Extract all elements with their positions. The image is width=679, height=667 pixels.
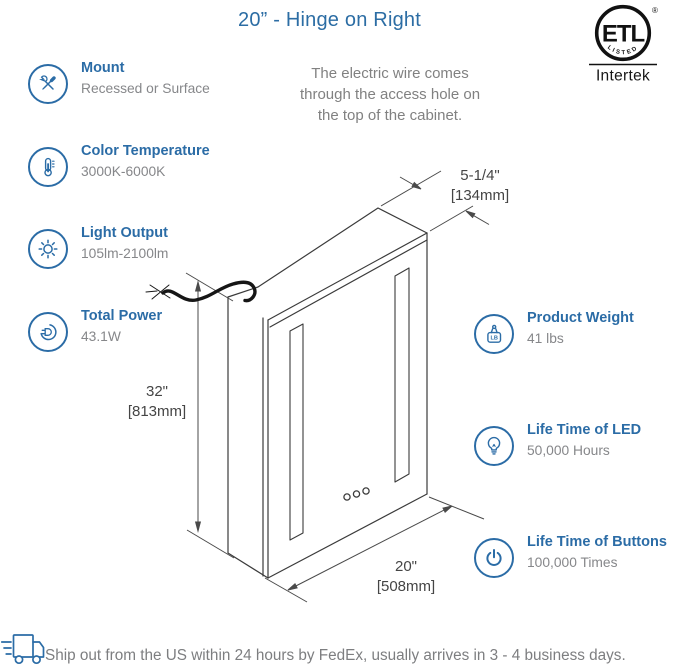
spec-product-weight: LB Product Weight 41 lbs: [474, 310, 634, 354]
shipping-note: Ship out from the US within 24 hours by …: [45, 647, 626, 664]
spec-mount: Mount Recessed or Surface: [28, 60, 210, 104]
cabinet-outline: [227, 207, 428, 579]
spec-value: 105lm-2100lm: [81, 246, 169, 261]
etl-reg-mark: ®: [652, 6, 658, 15]
depth-inches: 5-1/4": [460, 167, 500, 184]
spec-life-time-led: Life Time of LED 50,000 Hours: [474, 422, 641, 466]
spec-value: 41 lbs: [527, 331, 564, 346]
spec-label: Total Power: [81, 308, 163, 324]
led-strip-left: [289, 323, 304, 541]
intertek-brand: Intertek: [596, 68, 650, 85]
width-dimension-label: 20" [508mm]: [354, 557, 458, 597]
weight-badge-text: LB: [490, 336, 497, 342]
touch-buttons: [343, 487, 370, 501]
etl-mark: ETL: [602, 21, 645, 48]
etl-circle: [594, 4, 652, 62]
dimension-lines: [185, 170, 490, 603]
height-dimension-label: 32" [813mm]: [118, 382, 196, 422]
spec-life-time-buttons: Life Time of Buttons 100,000 Times: [474, 534, 667, 578]
wire-note: The electric wire comes through the acce…: [299, 65, 481, 124]
width-inches: 20": [394, 558, 417, 575]
spec-color-temperature: Color Temperature 3000K-6000K: [28, 143, 210, 187]
spec-value: Recessed or Surface: [81, 81, 210, 96]
depth-dimension-label: 5-1/4" [134mm]: [428, 166, 532, 206]
plug-icon: [28, 312, 68, 352]
weight-icon: LB: [474, 314, 514, 354]
depth-mm: [134mm]: [450, 187, 510, 204]
spec-value: 43.1W: [81, 329, 121, 344]
truck-icon: [1, 634, 45, 665]
width-mm: [508mm]: [376, 578, 436, 595]
spec-label: Product Weight: [527, 310, 634, 326]
spec-label: Mount: [81, 60, 125, 76]
power-wire: [145, 280, 257, 303]
spec-label: Light Output: [81, 225, 168, 241]
spec-value: 50,000 Hours: [527, 443, 610, 458]
led-strip-right: [394, 267, 410, 483]
spec-value: 100,000 Times: [527, 555, 618, 570]
spec-label: Life Time of Buttons: [527, 534, 667, 550]
svg-text:LISTED: LISTED: [606, 45, 640, 57]
sun-icon: [28, 229, 68, 269]
height-inches: 32": [145, 383, 168, 400]
led-strips: [289, 267, 410, 541]
power-icon: [474, 538, 514, 578]
tools-icon: [28, 64, 68, 104]
spec-value: 3000K-6000K: [81, 164, 166, 179]
height-mm: [813mm]: [127, 403, 187, 420]
bulb-icon: [474, 426, 514, 466]
spec-label: Life Time of LED: [527, 422, 642, 438]
etl-intertek-logo: ETL LISTED ® Intertek: [589, 4, 658, 85]
etl-listed-text: LISTED: [606, 45, 638, 57]
thermometer-icon: [28, 147, 68, 187]
spec-label: Color Temperature: [81, 143, 210, 159]
page-title: 20” - Hinge on Right: [238, 9, 421, 31]
spec-light-output: Light Output 105lm-2100lm: [28, 225, 169, 269]
spec-total-power: Total Power 43.1W: [28, 308, 162, 352]
